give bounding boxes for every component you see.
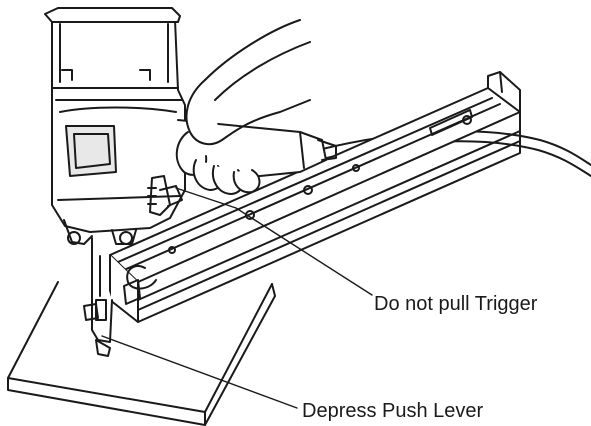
cylinder-housing xyxy=(44,7,186,245)
push-lever-leader-line xyxy=(101,335,298,409)
callout-leaders xyxy=(101,187,373,409)
drive-guide xyxy=(83,237,113,357)
wood-board xyxy=(7,281,276,426)
push-lever-callout-label: Depress Push Lever xyxy=(302,400,484,422)
magazine xyxy=(109,71,521,323)
trigger-callout-label: Do not pull Trigger xyxy=(374,293,538,315)
trigger-leader-line xyxy=(175,187,373,296)
operator-hand xyxy=(175,19,311,195)
